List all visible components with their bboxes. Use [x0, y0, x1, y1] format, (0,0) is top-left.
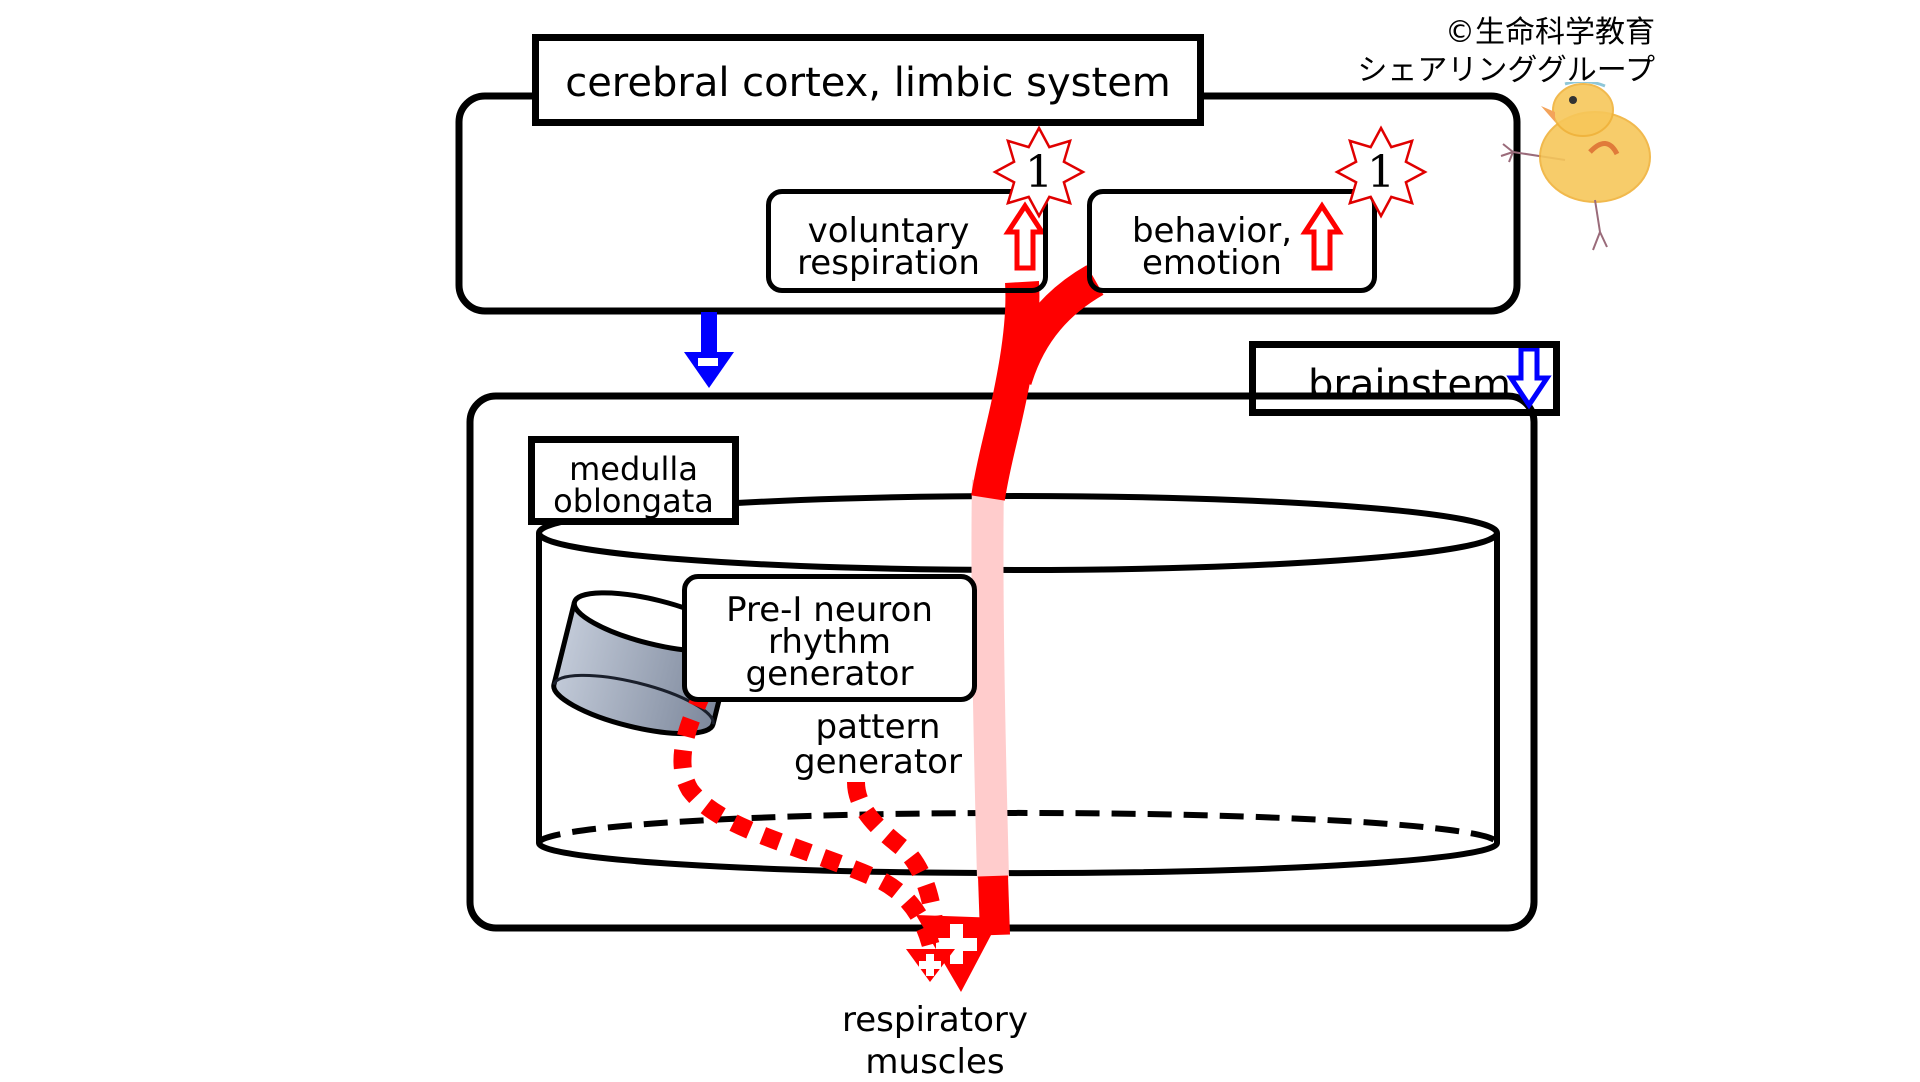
voluntary-respiration-box: voluntary respiration [766, 189, 1048, 293]
excitatory-path-faded [971, 479, 1009, 879]
brainstem-down-arrow-icon [1506, 346, 1552, 410]
voluntary-label-line2: respiration [797, 243, 980, 283]
behavior-up-arrow-icon [1300, 201, 1344, 271]
badge-star-1: 1 [992, 125, 1086, 219]
cortex-label: cerebral cortex, limbic system [565, 60, 1171, 106]
excitatory-path-dotted [673, 686, 945, 953]
behavior-emotion-box: behavior, emotion [1087, 189, 1377, 293]
medulla-label-box: medulla oblongata [528, 436, 739, 525]
badge-2-label: 1 [1367, 147, 1395, 198]
brainstem-label-box: brainstem [1249, 341, 1560, 416]
copyright-line2: シェアリンググループ [1357, 53, 1655, 88]
behavior-label-line2: emotion [1142, 243, 1282, 283]
medulla-label-line1: medulla [569, 450, 698, 488]
voluntary-label-line1: voluntary [807, 211, 970, 251]
copyright-line1: ©生命科学教育 [1445, 15, 1655, 50]
excitatory-arrow-main [916, 915, 1000, 992]
excitatory-arrow-small [906, 949, 955, 982]
chick-mascot-illustration [1500, 82, 1651, 251]
pre-i-label-line3: generator [745, 654, 914, 694]
brainstem-label: brainstem [1308, 362, 1511, 408]
respiratory-muscles-label-line2: muscles [865, 1042, 1005, 1082]
badge-star-2: 1 [1334, 125, 1428, 219]
copyright-notice: ©生命科学教育 シェアリンググループ [1357, 14, 1655, 90]
medulla-label-line2: oblongata [553, 482, 714, 520]
inhibitory-arrow [684, 312, 734, 388]
pattern-generator-label-line1: pattern [815, 707, 941, 747]
cortex-label-box: cerebral cortex, limbic system [532, 34, 1204, 126]
pre-i-rhythm-generator-box: Pre-I neuron rhythm generator [682, 574, 977, 702]
badge-1-label: 1 [1025, 147, 1053, 198]
behavior-label-line1: behavior, [1131, 211, 1293, 251]
pre-i-label-line2: rhythm [767, 622, 892, 662]
voluntary-up-arrow-icon [1003, 201, 1047, 271]
respiratory-muscles-label-line1: respiratory [842, 1000, 1028, 1040]
pre-i-label-line1: Pre-I neuron [726, 590, 933, 630]
pattern-generator-label-line2: generator [794, 742, 962, 782]
